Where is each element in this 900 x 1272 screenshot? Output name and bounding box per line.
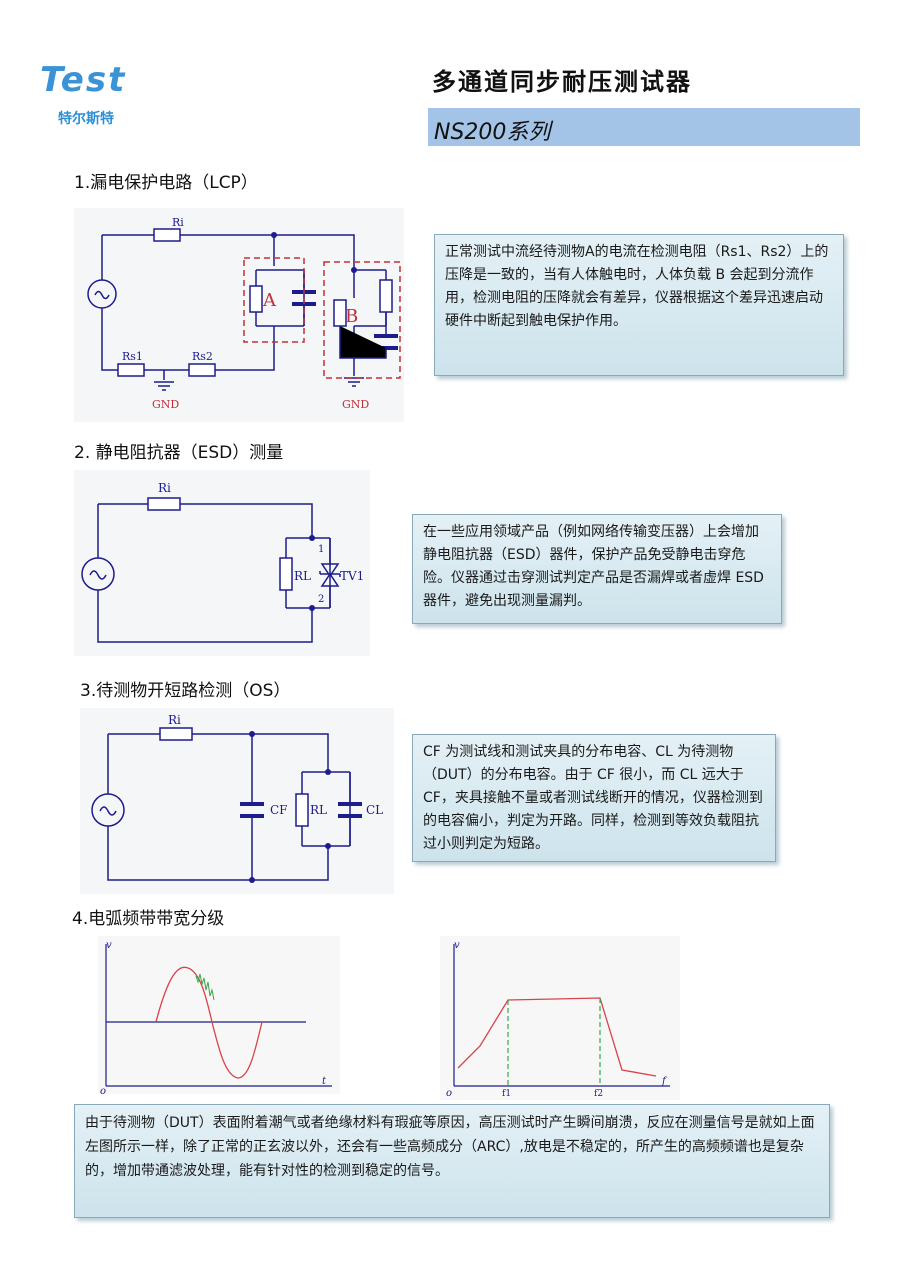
- arc-time-graph: v t o: [100, 940, 332, 1097]
- series-banner: [428, 108, 860, 146]
- lcp-rs1-label: Rs1: [122, 350, 143, 363]
- section-heading-esd: 2. 静电阻抗器（ESD）测量: [74, 443, 284, 463]
- section-heading-os: 3.待测物开短路检测（OS）: [80, 681, 291, 701]
- os-cl-label: CL: [366, 803, 383, 817]
- arc-spectrum-x-label: f: [661, 1076, 668, 1087]
- series-label: NS200系列: [434, 120, 551, 145]
- arc-description-note: 由于待测物（DUT）表面附着潮气或者绝缘材料有瑕疵等原因，高压测试时产生瞬间崩溃…: [74, 1104, 830, 1218]
- arc-time-graph-panel: v t o: [98, 936, 340, 1097]
- company-logo: Test: [40, 60, 127, 100]
- arc-time-y-label: v: [106, 940, 112, 951]
- os-rl-label: RL: [310, 803, 327, 817]
- arc-spectrum-f1-label: f1: [502, 1089, 511, 1099]
- lcp-circuit-panel: Ri Rs1 Rs2 A B GND GND: [74, 208, 404, 422]
- os-description-note: CF 为测试线和测试夹具的分布电容、CL 为待测物（DUT）的分布电容。由于 C…: [412, 734, 776, 862]
- lcp-a-label: A: [262, 290, 277, 311]
- esd-description-note: 在一些应用领域产品（例如网络传输变压器）上会增加静电阻抗器（ESD）器件，保护产…: [412, 514, 782, 624]
- arc-spectrum-f2-label: f2: [594, 1089, 603, 1099]
- esd-circuit-panel: Ri RL TV1 1 2: [74, 470, 370, 656]
- esd-circuit-diagram: Ri RL TV1 1 2: [81, 481, 364, 643]
- company-logo-subtitle: 特尔斯特: [58, 111, 114, 127]
- esd-pin2-label: 2: [318, 594, 324, 605]
- lcp-description-note: 正常测试中流经待测物A的电流在检测电阻（Rs1、Rs2）上的压降是一致的，当有人…: [434, 234, 844, 376]
- os-ri-label: Ri: [168, 713, 181, 727]
- esd-pin1-label: 1: [318, 544, 324, 555]
- os-circuit-panel: Ri CF RL CL: [80, 708, 394, 894]
- document-title: 多通道同步耐压测试器: [432, 67, 692, 96]
- section-heading-lcp: 1.漏电保护电路（LCP）: [74, 173, 258, 193]
- arc-time-x-label: t: [322, 1076, 327, 1087]
- arc-spectrum-graph: v f o f1 f2: [446, 940, 670, 1099]
- os-cf-label: CF: [270, 803, 288, 817]
- lcp-gnd-label-1: GND: [152, 398, 179, 411]
- os-circuit-diagram: Ri CF RL CL: [91, 713, 383, 883]
- lcp-circuit-diagram: Ri Rs1 Rs2 A B GND GND: [87, 216, 401, 411]
- esd-ri-label: Ri: [158, 481, 171, 495]
- esd-tv1-label: TV1: [340, 569, 364, 583]
- arc-spectrum-y-label: v: [454, 940, 460, 951]
- arc-spectrum-graph-panel: v f o f1 f2: [440, 936, 680, 1100]
- lcp-ri-label: Ri: [172, 216, 184, 229]
- arc-spectrum-origin: o: [446, 1088, 452, 1099]
- esd-rl-label: RL: [294, 569, 311, 583]
- section-heading-arc: 4.电弧频带带宽分级: [72, 909, 225, 929]
- arc-time-origin: o: [100, 1086, 106, 1094]
- lcp-b-label: B: [345, 306, 358, 327]
- lcp-gnd-label-2: GND: [342, 398, 369, 411]
- lcp-rs2-label: Rs2: [192, 350, 213, 363]
